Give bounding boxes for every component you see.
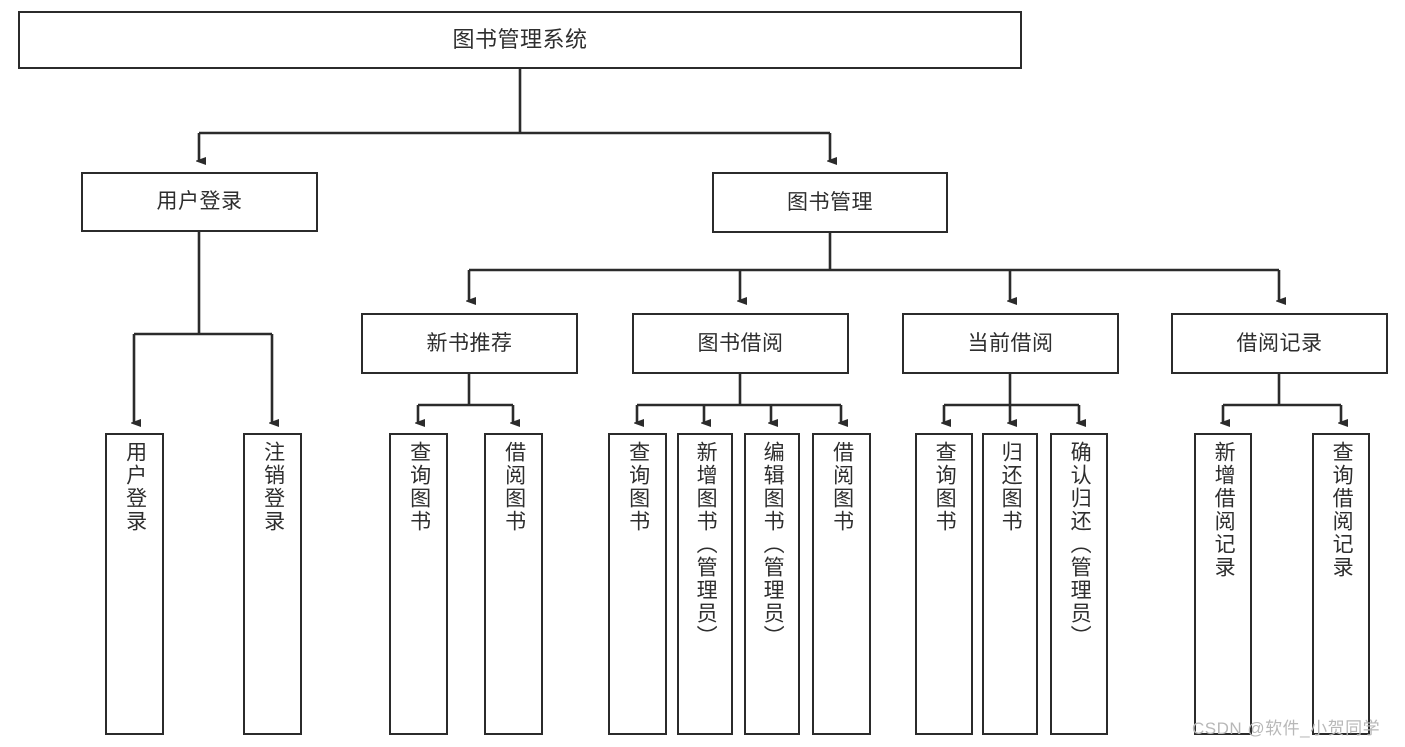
node-label: 查询图书 bbox=[407, 441, 431, 533]
leaf-user-login[interactable]: 用户登录 bbox=[105, 433, 164, 735]
leaf-borrow-borrow-book[interactable]: 借阅图书 bbox=[812, 433, 871, 735]
node-new-book-recommend[interactable]: 新书推荐 bbox=[361, 313, 578, 374]
leaf-current-confirm-return[interactable]: 确认归还（管理员） bbox=[1050, 433, 1108, 735]
leaf-logout[interactable]: 注销登录 bbox=[243, 433, 302, 735]
node-current-borrow[interactable]: 当前借阅 bbox=[902, 313, 1119, 374]
node-label: 确认归还（管理员） bbox=[1068, 441, 1092, 648]
node-user-login[interactable]: 用户登录 bbox=[81, 172, 318, 232]
leaf-current-return-book[interactable]: 归还图书 bbox=[982, 433, 1038, 735]
node-label: 图书借阅 bbox=[697, 331, 784, 355]
node-label: 编辑图书（管理员） bbox=[761, 441, 785, 648]
leaf-borrow-query-book[interactable]: 查询图书 bbox=[608, 433, 667, 735]
leaf-recommend-borrow-book[interactable]: 借阅图书 bbox=[484, 433, 543, 735]
node-borrow-record[interactable]: 借阅记录 bbox=[1171, 313, 1388, 374]
leaf-recommend-query-book[interactable]: 查询图书 bbox=[389, 433, 448, 735]
node-root-system[interactable]: 图书管理系统 bbox=[18, 11, 1022, 69]
node-label: 借阅记录 bbox=[1236, 331, 1323, 355]
leaf-current-query-book[interactable]: 查询图书 bbox=[915, 433, 973, 735]
node-label: 归还图书 bbox=[999, 441, 1023, 533]
leaf-borrow-add-book[interactable]: 新增图书（管理员） bbox=[677, 433, 733, 735]
node-label: 图书管理系统 bbox=[452, 26, 588, 52]
node-label: 查询图书 bbox=[626, 441, 650, 533]
leaf-record-search[interactable]: 查询借阅记录 bbox=[1312, 433, 1370, 735]
node-label: 借阅图书 bbox=[502, 441, 526, 533]
node-label: 查询图书 bbox=[933, 441, 957, 533]
node-label: 新书推荐 bbox=[426, 331, 513, 355]
node-label: 注销登录 bbox=[261, 441, 285, 533]
leaf-borrow-edit-book[interactable]: 编辑图书（管理员） bbox=[744, 433, 800, 735]
node-label: 用户登录 bbox=[123, 441, 147, 533]
node-book-borrow[interactable]: 图书借阅 bbox=[632, 313, 849, 374]
node-book-manage[interactable]: 图书管理 bbox=[712, 172, 948, 233]
node-label: 借阅图书 bbox=[830, 441, 854, 533]
node-label: 查询借阅记录 bbox=[1330, 441, 1354, 579]
leaf-record-add[interactable]: 新增借阅记录 bbox=[1194, 433, 1252, 735]
node-label: 新增图书（管理员） bbox=[694, 441, 718, 648]
node-label: 当前借阅 bbox=[967, 331, 1054, 355]
csdn-watermark: CSDN @软件_小贺同学 bbox=[1192, 719, 1381, 738]
node-label: 新增借阅记录 bbox=[1212, 441, 1236, 579]
node-label: 图书管理 bbox=[787, 190, 873, 214]
node-label: 用户登录 bbox=[156, 190, 243, 214]
